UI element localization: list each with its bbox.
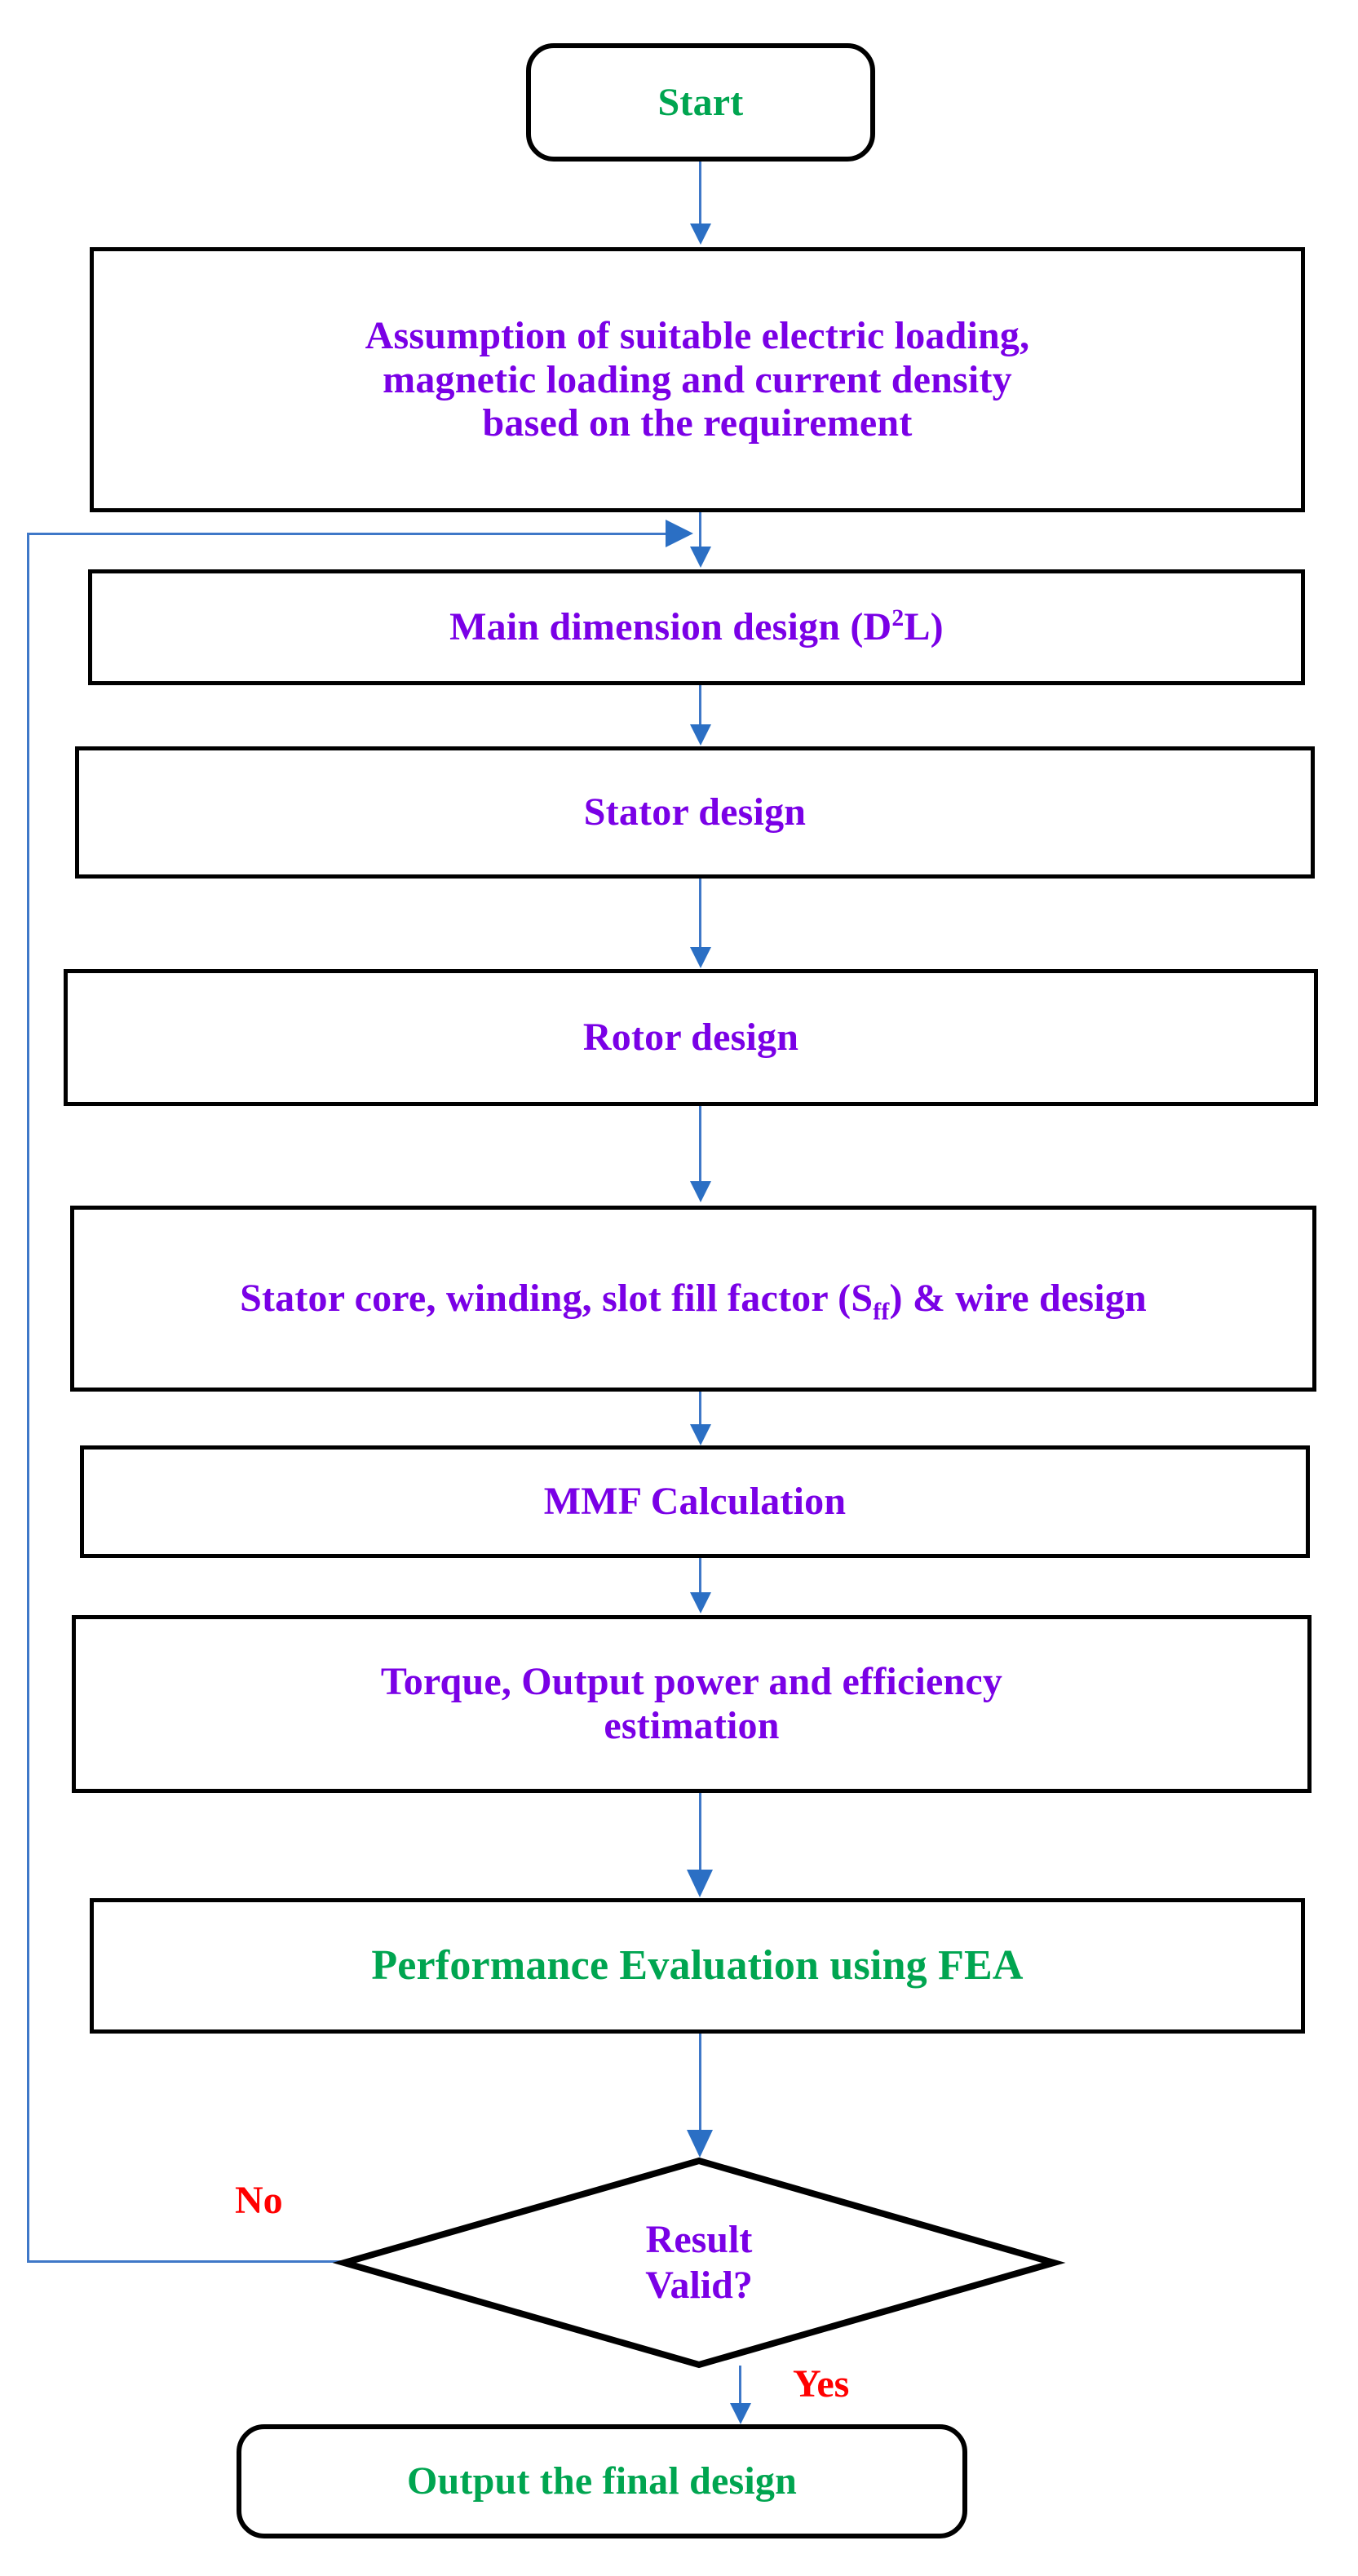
node-output-final-label: Output the final design (406, 2459, 798, 2503)
node-main-dimension-superscript: 2 (891, 604, 905, 632)
arrowhead-main-dimension-to-stator (690, 724, 711, 746)
arrowhead-start-to-assumption (690, 224, 711, 245)
node-start[interactable]: Start (526, 43, 875, 162)
node-result-valid[interactable]: Result Valid? (332, 2157, 1066, 2369)
node-performance-fea-label: Performance Evaluation using FEA (371, 1941, 1024, 1989)
diamond-shape (332, 2157, 1066, 2369)
node-main-dimension-text-after: L) (904, 605, 944, 649)
node-torque-output-line-2: estimation (604, 1704, 780, 1747)
connector-torque-to-performance (699, 1793, 701, 1871)
node-assumption-line-3: based on the requirement (482, 401, 913, 445)
node-performance-fea[interactable]: Performance Evaluation using FEA (90, 1898, 1305, 2034)
arrowhead-mmf-to-torque (690, 1592, 711, 1613)
node-torque-output-label: Torque, Output power and efficiency esti… (76, 1660, 1307, 1748)
arrowhead-torque-to-performance (687, 1870, 713, 1897)
connector-start-to-assumption (699, 162, 701, 225)
node-stator-core-text-before: Stator core, winding, slot fill factor (… (240, 1277, 874, 1321)
arrowhead-rotor-to-stator-core (690, 1181, 711, 1202)
node-stator-design[interactable]: Stator design (75, 746, 1315, 879)
node-assumption[interactable]: Assumption of suitable electric loading,… (90, 247, 1305, 512)
node-main-dimension-label: Main dimension design (D2L) (92, 605, 1301, 649)
arrowhead-decision-to-output (730, 2403, 751, 2424)
node-assumption-line-1: Assumption of suitable electric loading, (365, 313, 1030, 357)
edge-label-no: No (235, 2179, 283, 2222)
connector-performance-to-decision (699, 2034, 701, 2131)
connector-assumption-to-main-dimension (699, 512, 701, 548)
connector-main-dimension-to-stator (699, 685, 701, 726)
node-rotor-design[interactable]: Rotor design (64, 969, 1318, 1106)
node-stator-core[interactable]: Stator core, winding, slot fill factor (… (70, 1206, 1316, 1392)
node-stator-core-label: Stator core, winding, slot fill factor (… (74, 1277, 1312, 1324)
feedback-loop-bottom (27, 2260, 345, 2263)
arrowhead-feedback-loop (666, 520, 693, 547)
node-torque-output-line-1: Torque, Output power and efficiency (380, 1660, 1003, 1704)
arrowhead-stator-to-rotor (690, 947, 711, 968)
arrowhead-stator-core-to-mmf (690, 1424, 711, 1445)
connector-stator-core-to-mmf (699, 1392, 701, 1426)
connector-mmf-to-torque (699, 1558, 701, 1594)
feedback-loop-vertical (27, 533, 29, 2262)
connector-rotor-to-stator-core (699, 1106, 701, 1183)
node-stator-core-subscript: ff (873, 1298, 890, 1326)
node-stator-design-label: Stator design (583, 790, 807, 834)
feedback-loop-top (27, 533, 671, 535)
node-output-final[interactable]: Output the final design (237, 2424, 967, 2538)
node-assumption-label: Assumption of suitable electric loading,… (94, 314, 1301, 445)
node-rotor-design-label: Rotor design (582, 1016, 799, 1060)
node-stator-core-text-after: ) & wire design (889, 1277, 1147, 1321)
edge-label-yes: Yes (793, 2362, 850, 2406)
arrowhead-performance-to-decision (687, 2130, 713, 2158)
arrowhead-assumption-to-main-dimension (690, 547, 711, 568)
node-main-dimension-text-before: Main dimension design (D (449, 605, 892, 649)
node-start-label: Start (657, 80, 744, 124)
node-main-dimension[interactable]: Main dimension design (D2L) (88, 569, 1305, 685)
node-torque-output[interactable]: Torque, Output power and efficiency esti… (72, 1615, 1312, 1793)
node-mmf-calculation-label: MMF Calculation (543, 1480, 847, 1524)
node-assumption-line-2: magnetic loading and current density (383, 357, 1012, 401)
connector-decision-to-output (739, 2366, 741, 2405)
connector-stator-to-rotor (699, 879, 701, 949)
node-mmf-calculation[interactable]: MMF Calculation (80, 1445, 1310, 1558)
